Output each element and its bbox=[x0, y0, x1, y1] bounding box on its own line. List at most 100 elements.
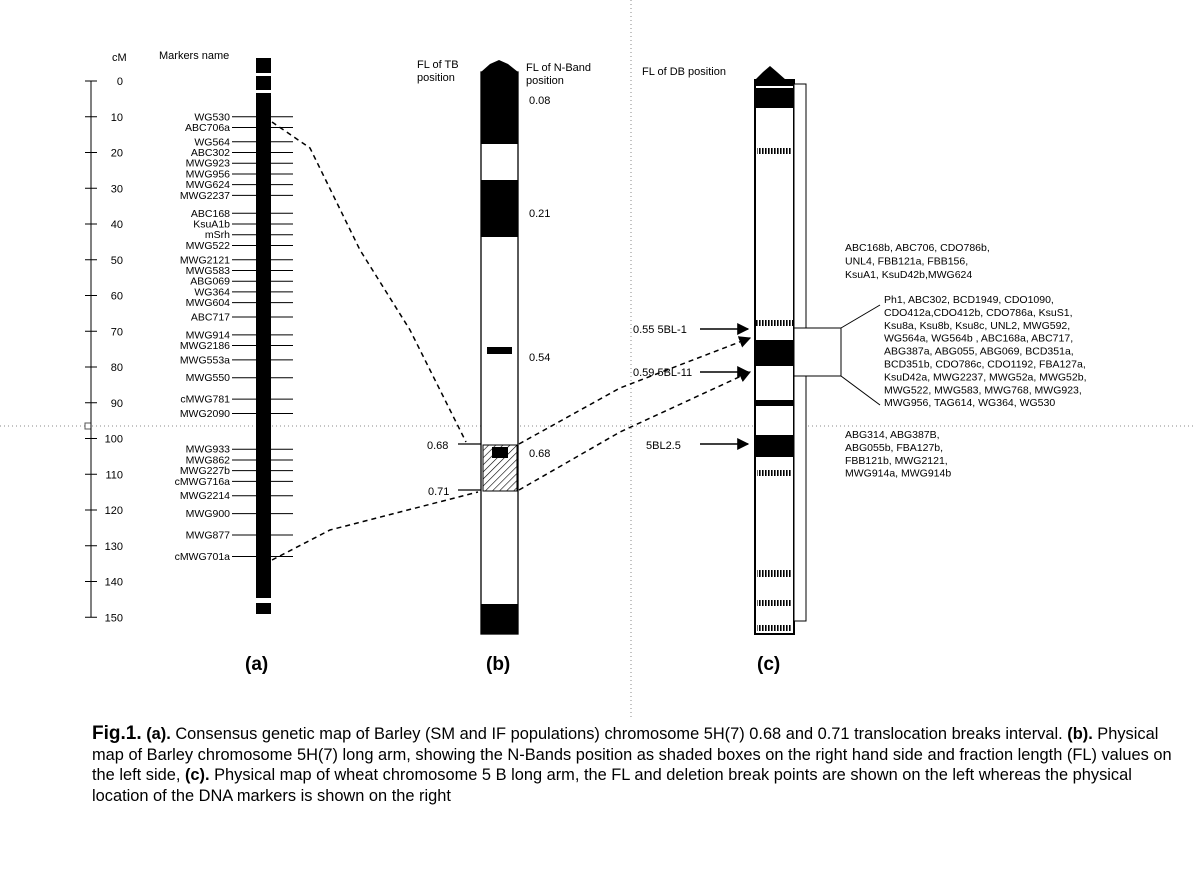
marker-label: cMWG781 bbox=[180, 394, 230, 406]
axis-tick-label: 90 bbox=[111, 398, 123, 410]
marker-label: ABG069 bbox=[190, 276, 230, 288]
fl-nband-header-2: position bbox=[526, 75, 564, 87]
panel-b-physical-map: FL of TB position FL of N-Band position … bbox=[417, 59, 591, 675]
marker-group-line: ABG055b, FBA127b, bbox=[845, 442, 943, 454]
caption-a-tag: (a). bbox=[146, 725, 171, 743]
nband-value-2: 0.21 bbox=[529, 208, 550, 220]
marker-group-line: BCD351b, CDO786c, CDO1192, FBA127a, bbox=[884, 359, 1086, 371]
marker-box bbox=[793, 327, 842, 377]
fl-left-value-1: 0.68 bbox=[427, 440, 448, 452]
fl-left-value-2: 0.71 bbox=[428, 486, 449, 498]
marker-label: MWG550 bbox=[186, 372, 231, 384]
fl-tb-header-1: FL of TB bbox=[417, 59, 459, 71]
axis-tick-label: 140 bbox=[105, 577, 123, 589]
marker-label: cMWG716a bbox=[175, 476, 231, 488]
axis-tick-label: 30 bbox=[111, 183, 123, 195]
axis-tick-label: 100 bbox=[105, 434, 123, 446]
axis-tick-label: 40 bbox=[111, 219, 123, 231]
marker-group-line: Ph1, ABC302, BCD1949, CDO1090, bbox=[884, 294, 1054, 306]
marker-group-2: Ph1, ABC302, BCD1949, CDO1090,CDO412a,CD… bbox=[884, 294, 1086, 409]
caption-c-text: Physical map of wheat chromosome 5 B lon… bbox=[92, 766, 1132, 805]
figure-caption: Fig.1. (a). Consensus genetic map of Bar… bbox=[92, 723, 1172, 806]
markers-name-header: Markers name bbox=[159, 50, 229, 62]
marker-label: ABC302 bbox=[191, 147, 230, 159]
axis-tick-label: 60 bbox=[111, 291, 123, 303]
marker-label: WG364 bbox=[194, 286, 230, 298]
axis-tick-label: 20 bbox=[111, 148, 123, 160]
marker-label: MWG2090 bbox=[180, 408, 230, 420]
marker-label: MWG583 bbox=[186, 265, 231, 277]
marker-list: WG530ABC706aWG564ABC302MWG923MWG956MWG62… bbox=[175, 111, 293, 563]
panel-a-label: (a) bbox=[245, 654, 268, 675]
marker-group-3: ABG314, ABG387B,ABG055b, FBA127b,FBB121b… bbox=[845, 429, 951, 480]
marker-label: MWG900 bbox=[186, 508, 231, 520]
break-label-1: 0.55 5BL-1 bbox=[633, 324, 687, 336]
marker-label: MWG933 bbox=[186, 444, 231, 456]
chromosome-map-figure: cM Markers name 010203040506070809010011… bbox=[0, 0, 1193, 720]
marker-label: MWG2237 bbox=[180, 190, 230, 202]
dashed-connectors-b-c bbox=[518, 336, 752, 491]
marker-group-line: FBB121b, MWG2121, bbox=[845, 455, 948, 467]
dashed-connectors-a-b bbox=[271, 121, 479, 561]
marker-label: MWG914 bbox=[186, 329, 231, 341]
axis-tick-label: 80 bbox=[111, 362, 123, 374]
marker-group-line: ABC168b, ABC706, CDO786b, bbox=[845, 242, 990, 254]
fl-nband-header-1: FL of N-Band bbox=[526, 62, 591, 74]
axis-tick-label: 130 bbox=[105, 541, 123, 553]
marker-group-line: MWG956, TAG614, WG364, WG530 bbox=[884, 397, 1055, 409]
marker-group-line: UNL4, FBB121a, FBB156, bbox=[845, 256, 968, 268]
marker-label: MWG923 bbox=[186, 158, 231, 170]
marker-label: WG564 bbox=[194, 136, 230, 148]
axis-tick-label: 150 bbox=[105, 612, 123, 624]
break-label-2: 0.59 5BL-11 bbox=[633, 367, 692, 379]
marker-label: MWG862 bbox=[186, 454, 231, 466]
marker-label: MWG956 bbox=[186, 168, 231, 180]
marker-group-line: KsuD42a, MWG2237, MWG52a, MWG52b, bbox=[884, 371, 1086, 383]
marker-label: MWG604 bbox=[186, 297, 231, 309]
marker-group-line: CDO412a,CDO412b, CDO786a, KsuS1, bbox=[884, 307, 1073, 319]
marker-label: KsuA1b bbox=[193, 219, 230, 231]
axis-tick-label: 10 bbox=[111, 112, 123, 124]
chromosome-b bbox=[480, 60, 519, 635]
nband-value-3: 0.54 bbox=[529, 352, 550, 364]
fl-db-header: FL of DB position bbox=[642, 66, 726, 78]
break-label-3: 5BL2.5 bbox=[646, 440, 681, 452]
marker-label: cMWG701a bbox=[175, 551, 231, 563]
marker-label: MWG2121 bbox=[180, 254, 230, 266]
chromosome-c bbox=[754, 66, 795, 635]
marker-group-line: KsuA1, KsuD42b,MWG624 bbox=[845, 269, 972, 281]
panel-a-genetic-map: cM Markers name 010203040506070809010011… bbox=[85, 50, 293, 675]
marker-label: MWG2186 bbox=[180, 340, 230, 352]
caption-fig-label: Fig.1. bbox=[92, 723, 142, 744]
axis-tick-label: 70 bbox=[111, 326, 123, 338]
axis-tick-label: 120 bbox=[105, 505, 123, 517]
marker-group-line: ABG314, ABG387B, bbox=[845, 429, 940, 441]
marker-label: MWG553a bbox=[180, 354, 230, 366]
marker-label: ABC706a bbox=[185, 122, 230, 134]
caption-a-text: Consensus genetic map of Barley (SM and … bbox=[170, 725, 1068, 743]
nband-value-1: 0.08 bbox=[529, 95, 550, 107]
axis-unit-label: cM bbox=[112, 52, 127, 64]
marker-label: MWG2214 bbox=[180, 490, 230, 502]
marker-group-line: Ksu8a, Ksu8b, Ksu8c, UNL2, MWG592, bbox=[884, 320, 1070, 332]
fl-tb-header-2: position bbox=[417, 72, 455, 84]
marker-group-line: WG564a, WG564b , ABC168a, ABC717, bbox=[884, 333, 1073, 345]
guide-handle bbox=[84, 422, 92, 430]
marker-label: mSrh bbox=[205, 229, 230, 241]
axis-tick-label: 50 bbox=[111, 255, 123, 267]
marker-label: ABC717 bbox=[191, 311, 230, 323]
marker-label: WG530 bbox=[194, 111, 230, 123]
panel-c-wheat-map: FL of DB position 0.55 5BL-1 0.59 5BL-11… bbox=[633, 66, 1086, 675]
marker-label: ABC168 bbox=[191, 208, 230, 220]
caption-b-tag: (b). bbox=[1067, 725, 1093, 743]
marker-label: MWG624 bbox=[186, 179, 231, 191]
nband-value-4: 0.68 bbox=[529, 448, 550, 460]
axis-tick-label: 110 bbox=[105, 469, 123, 481]
marker-label: MWG522 bbox=[186, 240, 231, 252]
marker-group-1: ABC168b, ABC706, CDO786b, UNL4, FBB121a, … bbox=[845, 242, 990, 281]
caption-b-text: Physical map of Barley chromosome 5H(7) … bbox=[92, 725, 1172, 785]
marker-label: MWG877 bbox=[186, 530, 231, 542]
marker-group-line: MWG914a, MWG914b bbox=[845, 468, 951, 480]
